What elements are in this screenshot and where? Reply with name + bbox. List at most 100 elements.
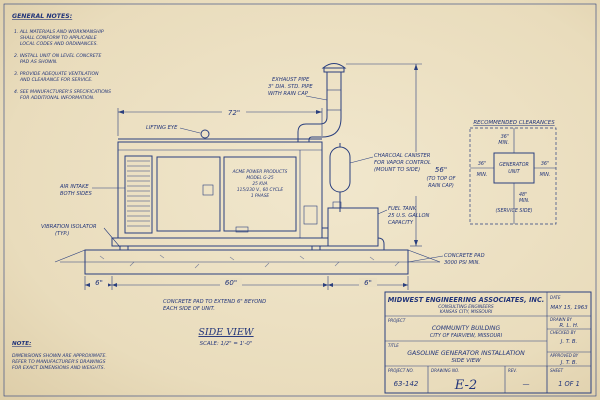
bottom-note-line-3: FOR EXACT DIMENSIONS AND WEIGHTS. <box>12 365 105 371</box>
rev-label: REV. <box>508 368 517 373</box>
door-handle <box>235 226 249 233</box>
rain-cap <box>323 67 345 73</box>
lifting-eye <box>200 129 210 139</box>
dimensions: 72" 56" (TO TOP OF RAIN CAP) 6" 60" 6" <box>84 63 456 290</box>
title-block: MIDWEST ENGINEERING ASSOCIATES, INC. CON… <box>384 291 592 394</box>
view-scale: SCALE: 1/2" = 1'-0" <box>200 341 253 347</box>
clearance-top-value: 36" <box>501 134 509 140</box>
project-no-value: 63-142 <box>394 380 419 388</box>
project-no-label: PROJECT NO. <box>388 368 414 373</box>
approved-label: APPROVED BY <box>549 353 579 358</box>
note-1-line-1: 1. ALL MATERIALS AND WORKMANSHIP <box>14 29 104 35</box>
charcoal-canister <box>329 143 351 212</box>
exhaust-pipe <box>297 63 347 142</box>
project-name: COMMUNITY BUILDING <box>432 325 501 332</box>
note-1-line-2: SHALL CONFORM TO APPLICABLE <box>20 35 97 41</box>
dim-pad-right: 6" <box>364 279 372 287</box>
concrete-pad-callout-line-2: 3000 PSI MIN. <box>444 260 480 266</box>
fuel-tank <box>322 201 385 250</box>
unit-box-line-1: GENERATOR <box>499 162 529 168</box>
fuel-tank-callout-line-3: CAPACITY <box>388 220 414 226</box>
pad-extend-note-line-2: EACH SIDE OF UNIT. <box>163 306 215 312</box>
pad-extend-note-line-1: CONCRETE PAD TO EXTEND 6" BEYOND <box>163 299 266 305</box>
nameplate-line-5: 1 PHASE <box>251 193 270 199</box>
generator-enclosure: ACME POWER PRODUCTS MODEL G-25 25 KVA 11… <box>111 129 329 251</box>
exhaust-callout-line-1: EXHAUST PIPE <box>272 77 310 83</box>
nameplate-line-2: MODEL G-25 <box>246 175 273 181</box>
air-intake-callout-line-1: AIR INTAKE <box>59 184 89 190</box>
air-intake-louvers <box>124 155 153 234</box>
clearance-bottom-value: 48" <box>519 192 527 198</box>
clearance-envelope <box>469 127 557 225</box>
clearance-left-value: 36" <box>478 161 486 167</box>
note-3-line-1: 3. PROVIDE ADEQUATE VENTILATION <box>14 71 99 77</box>
unit-box-line-2: UNIT <box>508 169 521 175</box>
dim-height-note-2: RAIN CAP) <box>428 183 454 189</box>
drawing-title-line-1: GASOLINE GENERATOR INSTALLATION <box>407 350 525 357</box>
vibration-isolator-right <box>311 245 321 251</box>
lifting-eye-callout: LIFTING EYE <box>146 125 178 131</box>
company-sub-1: CONSULTING ENGINEERS <box>438 304 494 310</box>
isolator-callout-line-2: (TYP.) <box>55 231 69 237</box>
bottom-note-line-1: DIMENSIONS SHOWN ARE APPROXIMATE. <box>12 353 107 359</box>
fuel-tank-callout-line-2: 25 U.S. GALLON <box>388 213 430 219</box>
clearance-bottom-note: (SERVICE SIDE) <box>496 208 533 214</box>
company-name: MIDWEST ENGINEERING ASSOCIATES, INC. <box>388 296 545 304</box>
canister-callout-line-2: FOR VAPOR CONTROL <box>374 160 431 166</box>
nameplate-line-4: 115/230 V., 60 CYCLE <box>237 187 284 193</box>
air-intake-callout-line-2: BOTH SIDES <box>60 191 92 197</box>
bottom-note-title: NOTE: <box>12 341 31 347</box>
bottom-note: NOTE: DIMENSIONS SHOWN ARE APPROXIMATE. … <box>12 341 107 371</box>
canister-callout-line-3: (MOUNT TO SIDE) <box>374 167 420 173</box>
nameplate-line-3: 25 KVA <box>252 181 267 187</box>
view-title: SIDE VIEW SCALE: 1/2" = 1'-0" <box>198 327 254 347</box>
dim-height-56: 56" <box>435 166 447 174</box>
base-skid <box>111 237 329 247</box>
clearance-right-value: 36" <box>541 161 549 167</box>
note-1-line-3: LOCAL CODES AND ORDINANCES. <box>20 41 98 47</box>
checked-value: J. T. B. <box>560 339 578 345</box>
dim-width-72: 72" <box>228 109 240 117</box>
fuel-tank-callout-line-1: FUEL TANK <box>388 206 417 212</box>
general-notes-title: GENERAL NOTES: <box>12 13 72 20</box>
note-2-line-2: PAD AS SHOWN. <box>20 59 58 65</box>
isolator-callout-line-1: VIBRATION ISOLATOR <box>41 224 97 230</box>
exhaust-callout-line-3: WITH RAIN CAP <box>268 91 309 97</box>
drawn-value: R. L. H. <box>559 323 578 329</box>
drawing-title-line-2: SIDE VIEW <box>451 358 481 364</box>
project-location: CITY OF FAIRVIEW, MISSOURI <box>430 333 503 339</box>
date-label: DATE <box>550 295 561 300</box>
clearances-title: RECOMMENDED CLEARANCES <box>473 120 555 126</box>
callouts: EXHAUST PIPE 3" DIA. STD. PIPE WITH RAIN… <box>41 77 485 312</box>
company-sub-2: KANSAS CITY, MISSOURI <box>440 309 493 315</box>
clearance-bottom-unit: MIN. <box>519 198 530 204</box>
access-door <box>156 156 221 232</box>
generator-unit-box <box>493 152 535 184</box>
door-latch <box>202 184 214 196</box>
dim-pad-mid: 60" <box>225 279 237 287</box>
concrete-pad-callout-line-1: CONCRETE PAD <box>444 253 485 259</box>
sheet-value: 1 OF 1 <box>558 380 580 388</box>
ground-and-pad <box>54 249 441 275</box>
dim-pad-left: 6" <box>95 279 103 287</box>
checked-label: CHECKED BY <box>550 330 576 335</box>
rev-value: — <box>523 380 530 388</box>
bottom-note-line-2: REFER TO MANUFACTURER'S DRAWINGS <box>12 359 106 365</box>
clearance-right-unit: MIN. <box>540 172 551 178</box>
end-panel <box>303 205 318 225</box>
note-4-line-1: 4. SEE MANUFACTURER'S SPECIFICATIONS <box>14 89 111 95</box>
note-3-line-2: AND CLEARANCE FOR SERVICE. <box>19 77 93 83</box>
approved-value: J. T. B. <box>560 360 578 366</box>
nameplate-line-1: ACME POWER PRODUCTS <box>232 169 288 175</box>
vibration-isolator-left <box>119 245 129 251</box>
view-title-text: SIDE VIEW <box>198 327 254 338</box>
clearance-left-unit: MIN. <box>477 172 488 178</box>
sheet-label: SHEET <box>550 368 564 373</box>
date-value: MAY 15, 1963 <box>550 305 588 311</box>
note-2-line-1: 2. INSTALL UNIT ON LEVEL CONCRETE <box>14 53 101 59</box>
exhaust-callout-line-2: 3" DIA. STD. PIPE <box>268 84 313 90</box>
general-notes: GENERAL NOTES: 1. ALL MATERIALS AND WORK… <box>12 13 111 101</box>
clearance-top-unit: MIN. <box>498 140 509 146</box>
